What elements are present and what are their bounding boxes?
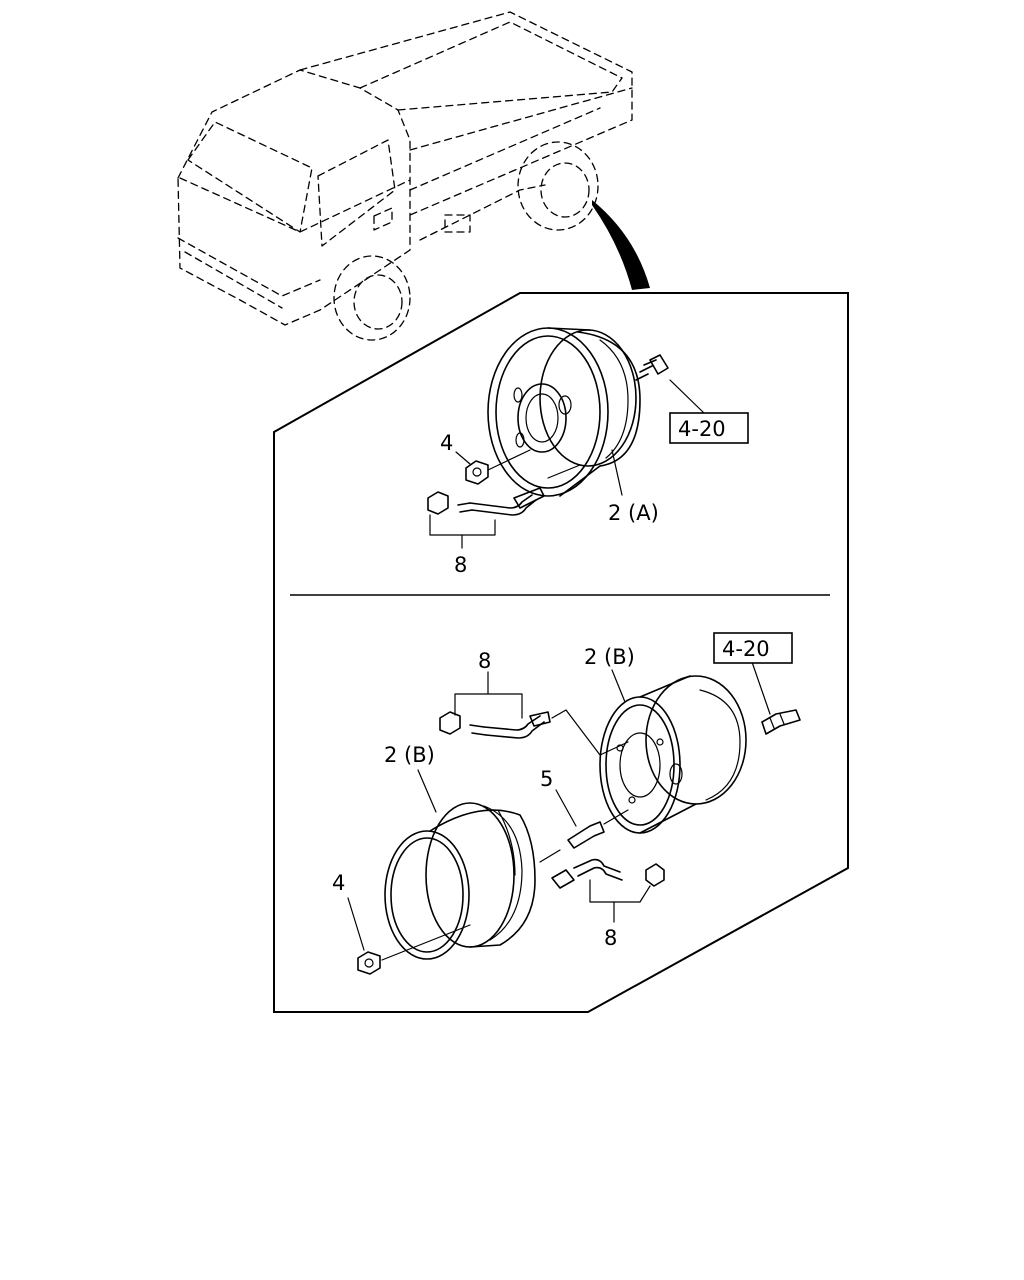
upper-hose-label: 8 — [454, 553, 467, 577]
lower-bolt-label: 5 — [540, 767, 553, 791]
upper-nut-label: 4 — [440, 431, 453, 455]
lower-ref-box — [713, 632, 793, 664]
detail-frame — [273, 292, 849, 1013]
lower-hose-bottom-label: 8 — [604, 926, 617, 950]
upper-ref-label: 4-20 — [678, 417, 726, 441]
lower-leader-lines — [347, 661, 771, 961]
lower-inner-wheel — [599, 675, 801, 834]
lower-hose-upper — [439, 711, 551, 739]
lower-hose-top-label: 8 — [478, 649, 491, 673]
upper-leader-lines — [429, 379, 706, 549]
pointer-arrow — [592, 200, 650, 290]
lower-wheel-inner-label: 2 (B) — [584, 645, 635, 669]
lower-wheel-outer-label: 2 (B) — [384, 743, 435, 767]
lower-nut-label: 4 — [332, 871, 345, 895]
upper-wheel-label: 2 (A) — [608, 501, 659, 525]
truck-illustration — [177, 11, 633, 341]
upper-ref-box — [669, 412, 749, 444]
lower-outer-wheel — [357, 802, 665, 975]
lower-ref-label: 4-20 — [722, 637, 770, 661]
upper-wheel-assembly — [427, 327, 669, 516]
